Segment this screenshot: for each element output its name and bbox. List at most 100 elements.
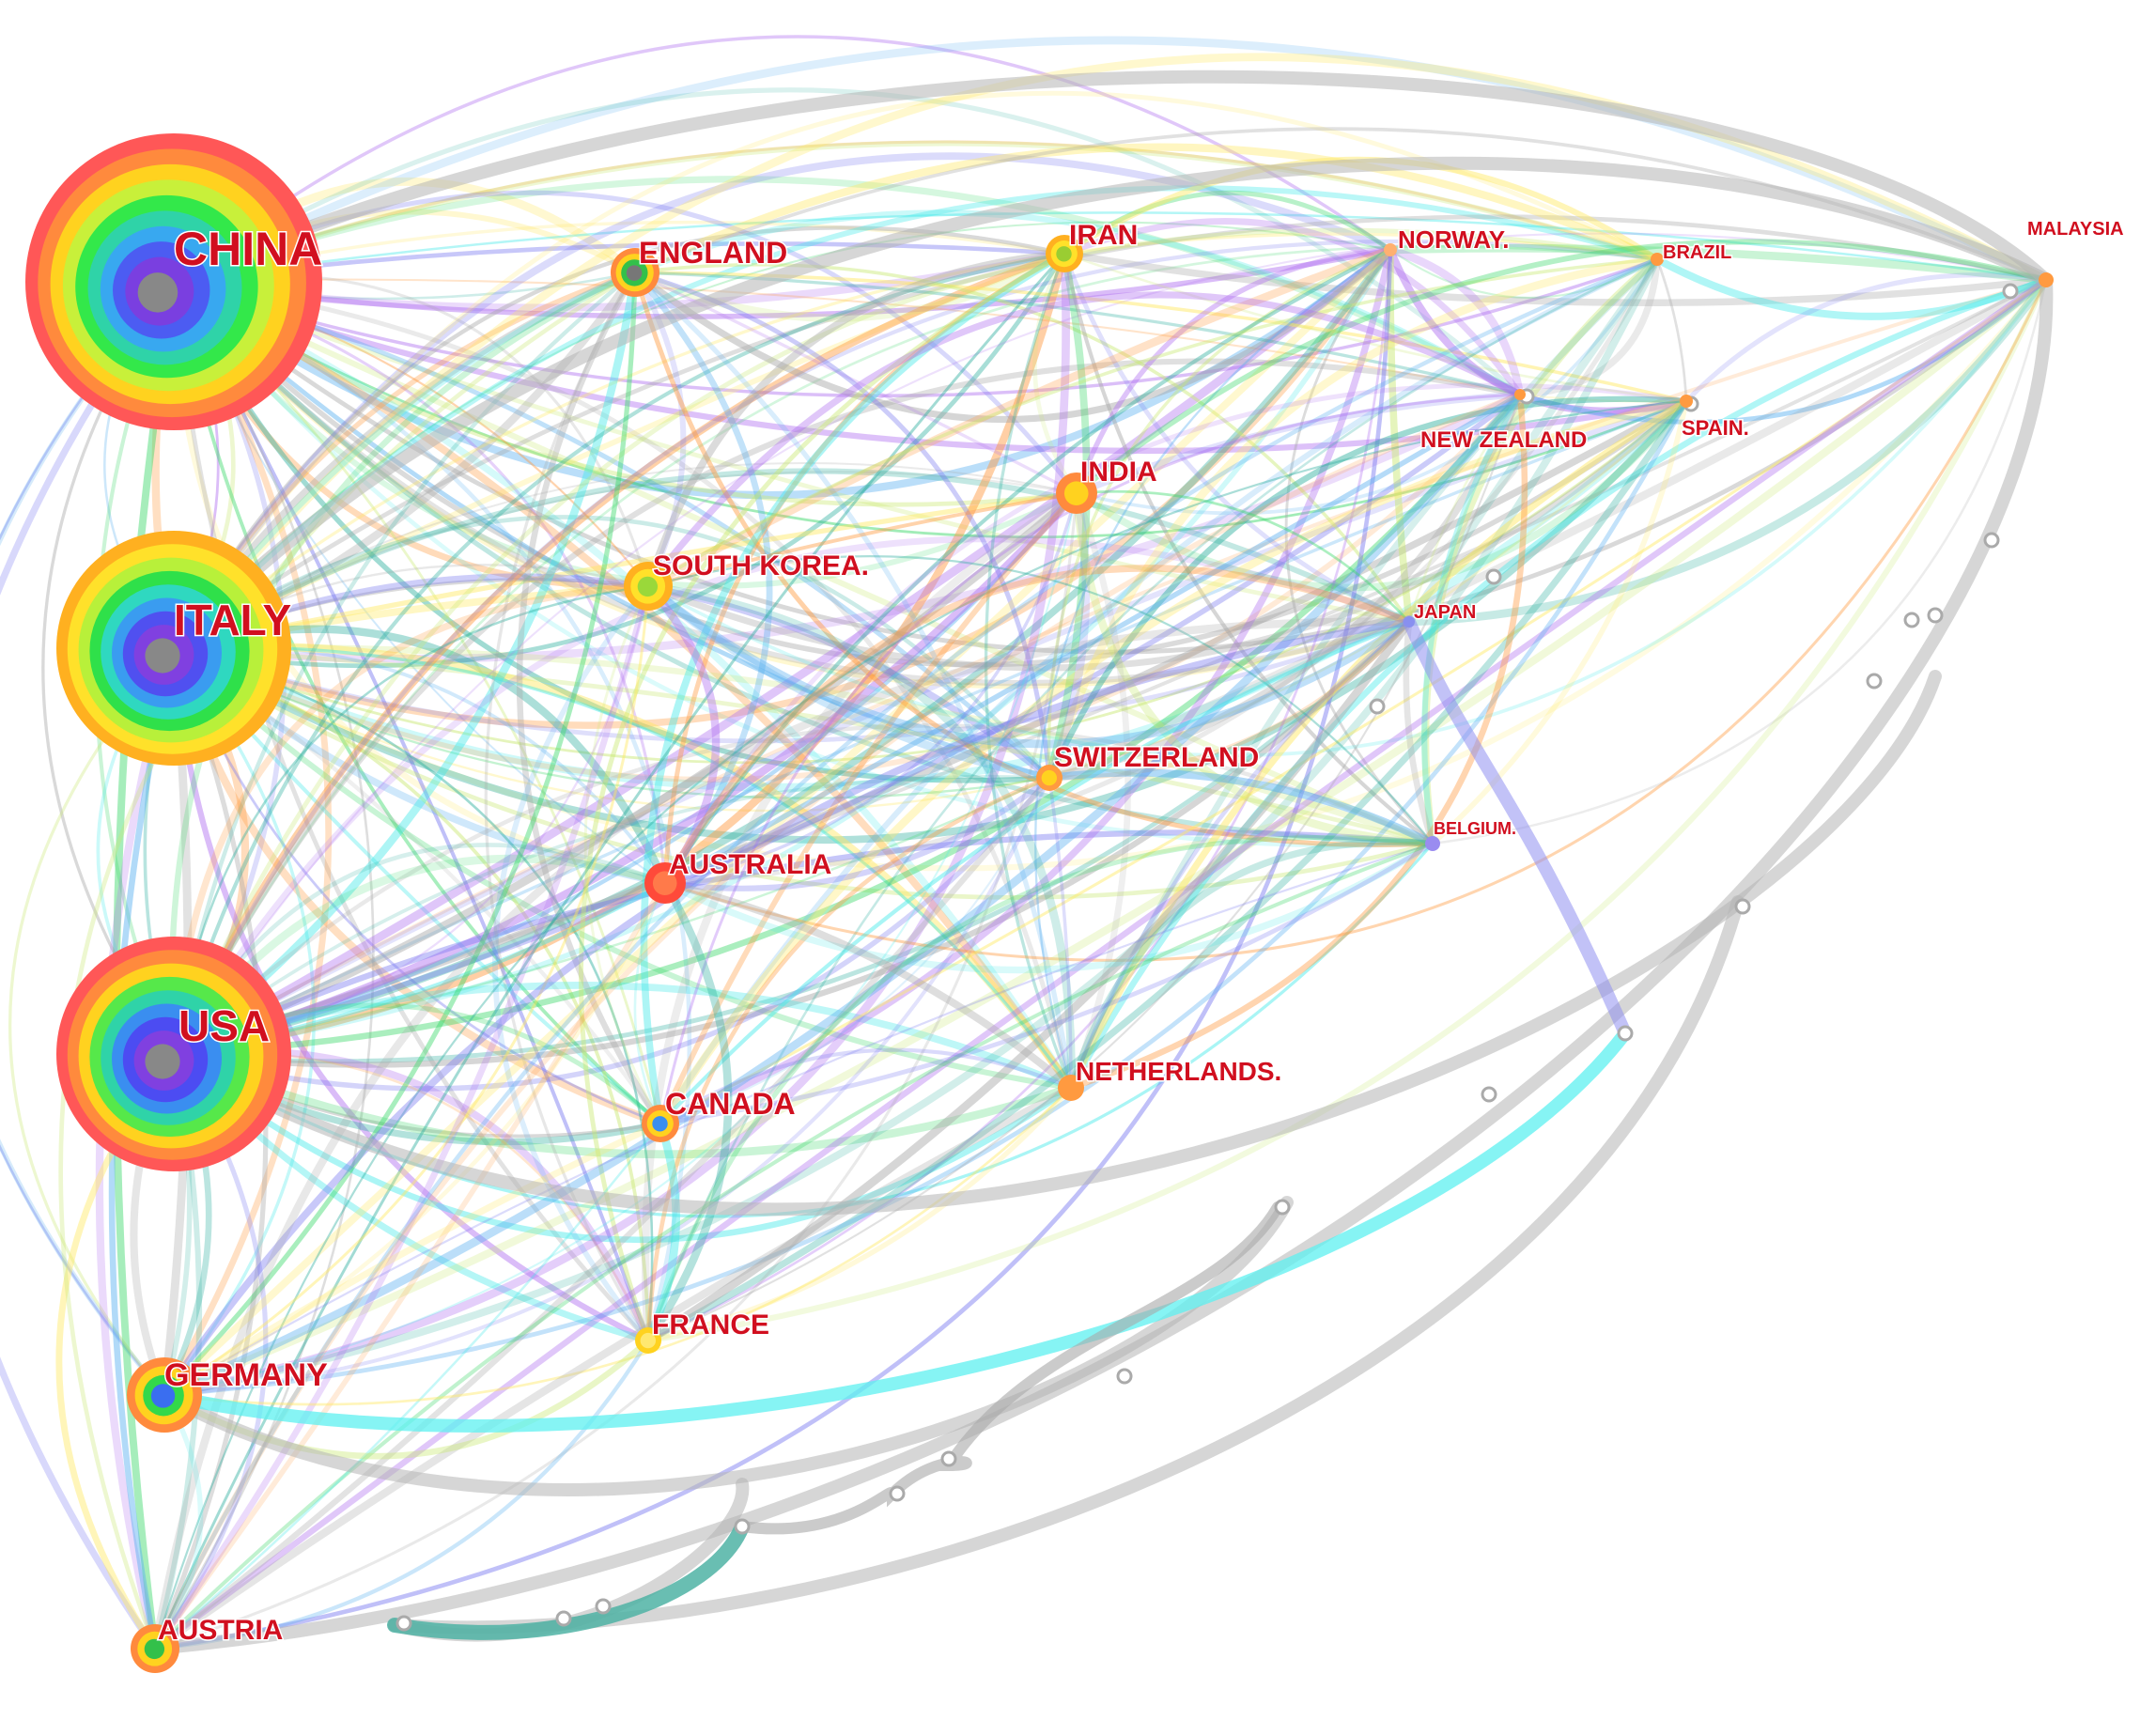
link-edge (169, 1049, 1076, 1159)
node-austria[interactable] (131, 1624, 179, 1673)
link-edge (171, 279, 1074, 1091)
node-australia[interactable] (644, 862, 686, 904)
link-edge (172, 211, 2048, 284)
link-edge (662, 382, 1689, 886)
link-edge (171, 90, 1660, 651)
link-edge (632, 270, 687, 589)
link-edge (658, 1047, 1074, 1126)
junction-dot (555, 1610, 572, 1627)
node-iran[interactable] (1046, 235, 1083, 272)
link-edge (1072, 488, 1437, 848)
link-edge (171, 225, 1067, 651)
link-edge (172, 774, 1051, 1056)
node-malaysia[interactable] (2039, 272, 2054, 287)
node-japan[interactable] (1404, 616, 1415, 628)
link-edge (1404, 275, 2051, 627)
link-edge (632, 270, 1435, 847)
link-edge (171, 279, 692, 1343)
link-edge (1067, 256, 1661, 1092)
outer-arc-edge (148, 273, 2054, 1655)
link-edge (645, 775, 1052, 1343)
link-edge (662, 251, 1067, 886)
link-edge (162, 398, 1689, 1398)
label-belgium: BELGIUM. (1434, 819, 1516, 838)
link-edge (1407, 399, 1688, 624)
link-edge (661, 879, 1075, 1092)
link-edge (644, 245, 1395, 591)
link-edge (172, 244, 1659, 1056)
link-edge (170, 397, 1690, 844)
link-edge (169, 390, 1525, 663)
node-germany[interactable] (127, 1357, 202, 1433)
link-edge (170, 643, 1436, 847)
node-new-zealand[interactable] (1514, 389, 1526, 400)
link-edge (152, 247, 1393, 1651)
link-edge (1045, 488, 1091, 783)
link-edge (1421, 256, 1661, 847)
link-edge (1074, 247, 1393, 496)
link-edge (172, 278, 2048, 1056)
link-edge (172, 399, 1688, 765)
link-edge (1062, 251, 1412, 625)
link-edge (644, 581, 1414, 749)
nodes-layer (25, 133, 2054, 1673)
node-brazil[interactable] (1651, 253, 1664, 266)
node-england[interactable] (611, 248, 659, 297)
link-edge (152, 1392, 204, 1651)
link-edge (172, 645, 1073, 1090)
node-belgium[interactable] (1425, 836, 1440, 851)
link-edge (171, 645, 1435, 846)
wavy-chain-edge (737, 1201, 1283, 1535)
link-edge (171, 279, 1412, 625)
node-india[interactable] (1056, 473, 1097, 514)
node-netherlands[interactable] (1058, 1075, 1084, 1101)
link-edge (170, 209, 1524, 652)
junction-dot (940, 1450, 957, 1467)
link-edge (153, 252, 1066, 1650)
node-china[interactable] (25, 133, 322, 430)
link-edge (151, 774, 1053, 1652)
link-edge (630, 249, 1069, 322)
link-edge (172, 232, 2048, 1056)
link-edge (172, 257, 1659, 398)
label-new-zealand: NEW ZEALAND (1420, 427, 1587, 453)
node-switzerland[interactable] (1036, 765, 1062, 791)
node-spain[interactable] (1680, 395, 1693, 408)
node-ring (1041, 769, 1058, 786)
link-edge (644, 397, 1690, 672)
link-edge (1032, 251, 1079, 496)
link-edge (161, 618, 1413, 1399)
link-edge (1430, 398, 1689, 846)
node-italy[interactable] (56, 531, 291, 766)
link-edge (171, 619, 1412, 1064)
link-edge (1047, 619, 1412, 781)
outer-arc-edge (167, 70, 2053, 288)
link-edge (583, 584, 662, 1125)
label-austria: AUSTRIA (158, 1615, 283, 1646)
label-italy: ITALY (174, 596, 291, 644)
link-edge (171, 251, 1067, 669)
link-edge (1061, 250, 2050, 306)
node-ring (626, 265, 643, 281)
link-edge (160, 390, 1525, 1400)
link-edge (150, 1083, 1076, 1653)
node-france[interactable] (635, 1327, 661, 1354)
link-edge (171, 279, 651, 1343)
link-edge (172, 278, 2048, 1056)
link-edge (170, 982, 1075, 1092)
link-edge (160, 249, 1070, 1400)
link-edge (171, 490, 1079, 651)
link-edge (644, 397, 1690, 1344)
node-norway[interactable] (1384, 243, 1397, 256)
node-south-korea[interactable] (624, 562, 673, 611)
link-edge (170, 391, 1524, 1058)
link-edge (172, 646, 654, 1342)
label-usa: USA (178, 1001, 270, 1050)
link-edge (640, 250, 1068, 1127)
link-edge (170, 618, 1413, 1068)
blue-arc-edge (1403, 615, 1632, 1040)
node-canada[interactable] (642, 1105, 679, 1142)
link-edge (1062, 252, 1688, 403)
link-edge (644, 878, 733, 1345)
node-usa[interactable] (56, 937, 291, 1171)
